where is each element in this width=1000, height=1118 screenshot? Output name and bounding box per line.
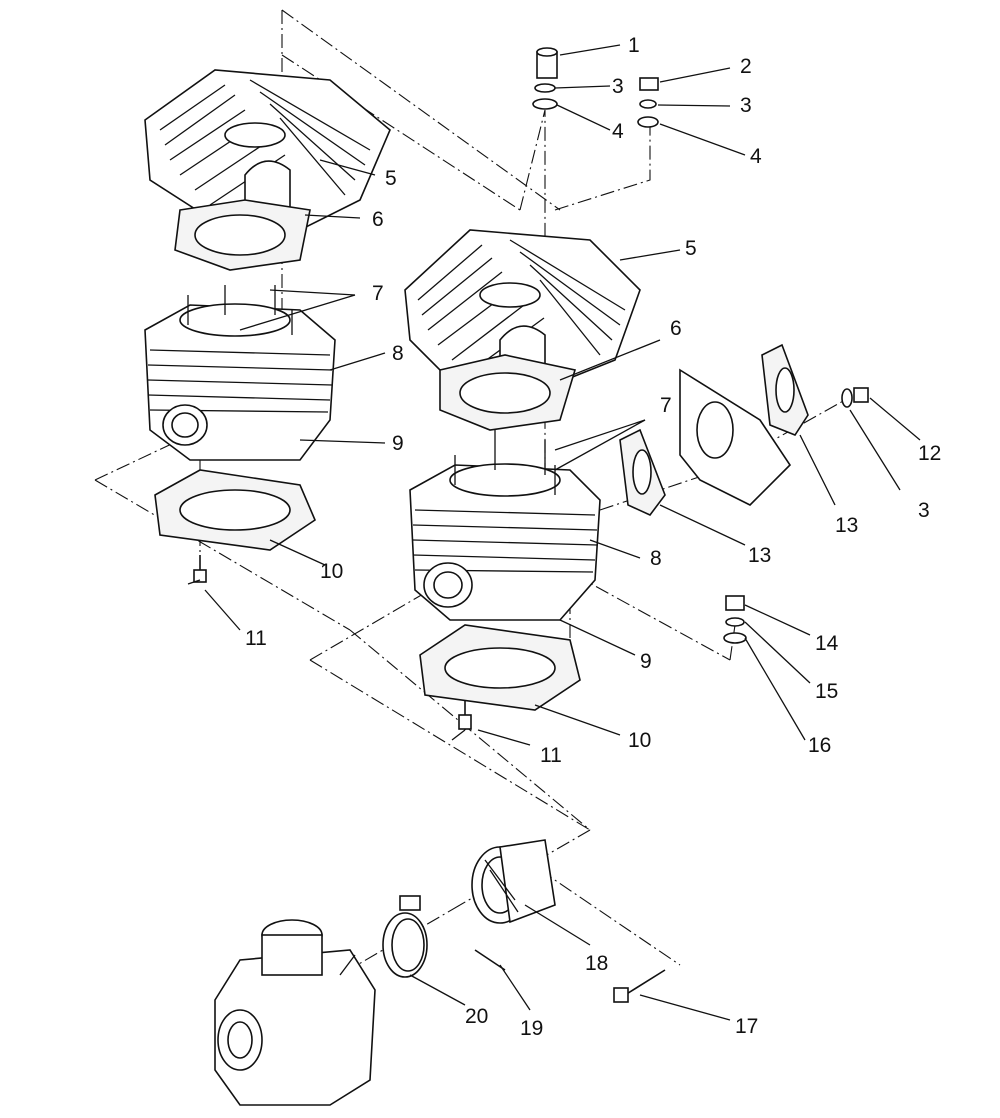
- callout-16: 16: [808, 734, 831, 757]
- stud-nut-1: [536, 47, 558, 79]
- callout-8-right: 8: [650, 547, 662, 570]
- callout-20: 20: [465, 1005, 488, 1028]
- washer-3-bracket: [841, 388, 853, 408]
- callout-3-right: 3: [740, 94, 752, 117]
- callout-3-bracket: 3: [918, 499, 930, 522]
- right-fitting: [451, 700, 472, 741]
- left-cylinder: [144, 285, 336, 461]
- carburetor: [214, 919, 376, 1106]
- left-head-gasket: [174, 199, 311, 271]
- washer-4-right: [637, 116, 659, 128]
- washer-4-left: [532, 98, 558, 110]
- callout-5-left: 5: [385, 167, 397, 190]
- callout-10-right: 10: [628, 729, 651, 752]
- callout-3-left: 3: [612, 75, 624, 98]
- leader-lines: [204, 44, 921, 1021]
- callout-18: 18: [585, 952, 608, 975]
- intake-gasket-left: [619, 428, 666, 516]
- washer-16: [723, 632, 747, 644]
- callout-11-left: 11: [245, 627, 267, 650]
- callout-4-left: 4: [612, 120, 624, 143]
- callout-7-right: 7: [660, 394, 672, 417]
- callout-8-left: 8: [392, 342, 404, 365]
- intake-boot-18: [471, 839, 556, 924]
- callout-9-left: 9: [392, 432, 404, 455]
- left-cylinder-head: [144, 69, 391, 231]
- callout-19: 19: [520, 1017, 543, 1040]
- callout-7-left: 7: [372, 282, 384, 305]
- right-cylinder-head: [404, 229, 641, 391]
- right-base-gasket: [419, 624, 581, 711]
- nut-2-right: [639, 77, 659, 91]
- callout-14: 14: [815, 632, 839, 655]
- washer-15: [725, 617, 745, 627]
- callout-13-right: 13: [835, 514, 858, 537]
- callout-6-left: 6: [372, 208, 384, 231]
- callout-6-right: 6: [670, 317, 682, 340]
- washer-3-right: [639, 99, 657, 109]
- mounting-bracket: [679, 368, 792, 506]
- right-head-gasket: [439, 354, 577, 431]
- nut-12: [853, 387, 869, 403]
- callout-1: 1: [628, 34, 640, 57]
- intake-gasket-right: [761, 343, 809, 436]
- callout-11-right: 11: [540, 744, 562, 767]
- callout-13-center: 13: [748, 544, 771, 567]
- washer-3-left: [534, 83, 556, 93]
- callout-4-right: 4: [750, 145, 762, 168]
- nut-14: [725, 595, 745, 611]
- clamp-20: [382, 895, 428, 978]
- callout-15: 15: [815, 680, 838, 703]
- screw-19: [474, 949, 506, 971]
- callout-17: 17: [735, 1015, 758, 1038]
- callout-5-right: 5: [685, 237, 697, 260]
- bolt-17: [613, 969, 666, 1003]
- callout-9-right: 9: [640, 650, 652, 673]
- callout-labels: 1 2 3 3 4 4 5 6 7 8 9 10 11 5 6 7 13 8 1…: [245, 34, 941, 1040]
- callout-12: 12: [918, 442, 941, 465]
- callout-2: 2: [740, 55, 752, 78]
- callout-10-left: 10: [320, 560, 343, 583]
- right-cylinder: [409, 430, 601, 621]
- left-fitting: [187, 555, 207, 585]
- left-base-gasket: [154, 469, 316, 551]
